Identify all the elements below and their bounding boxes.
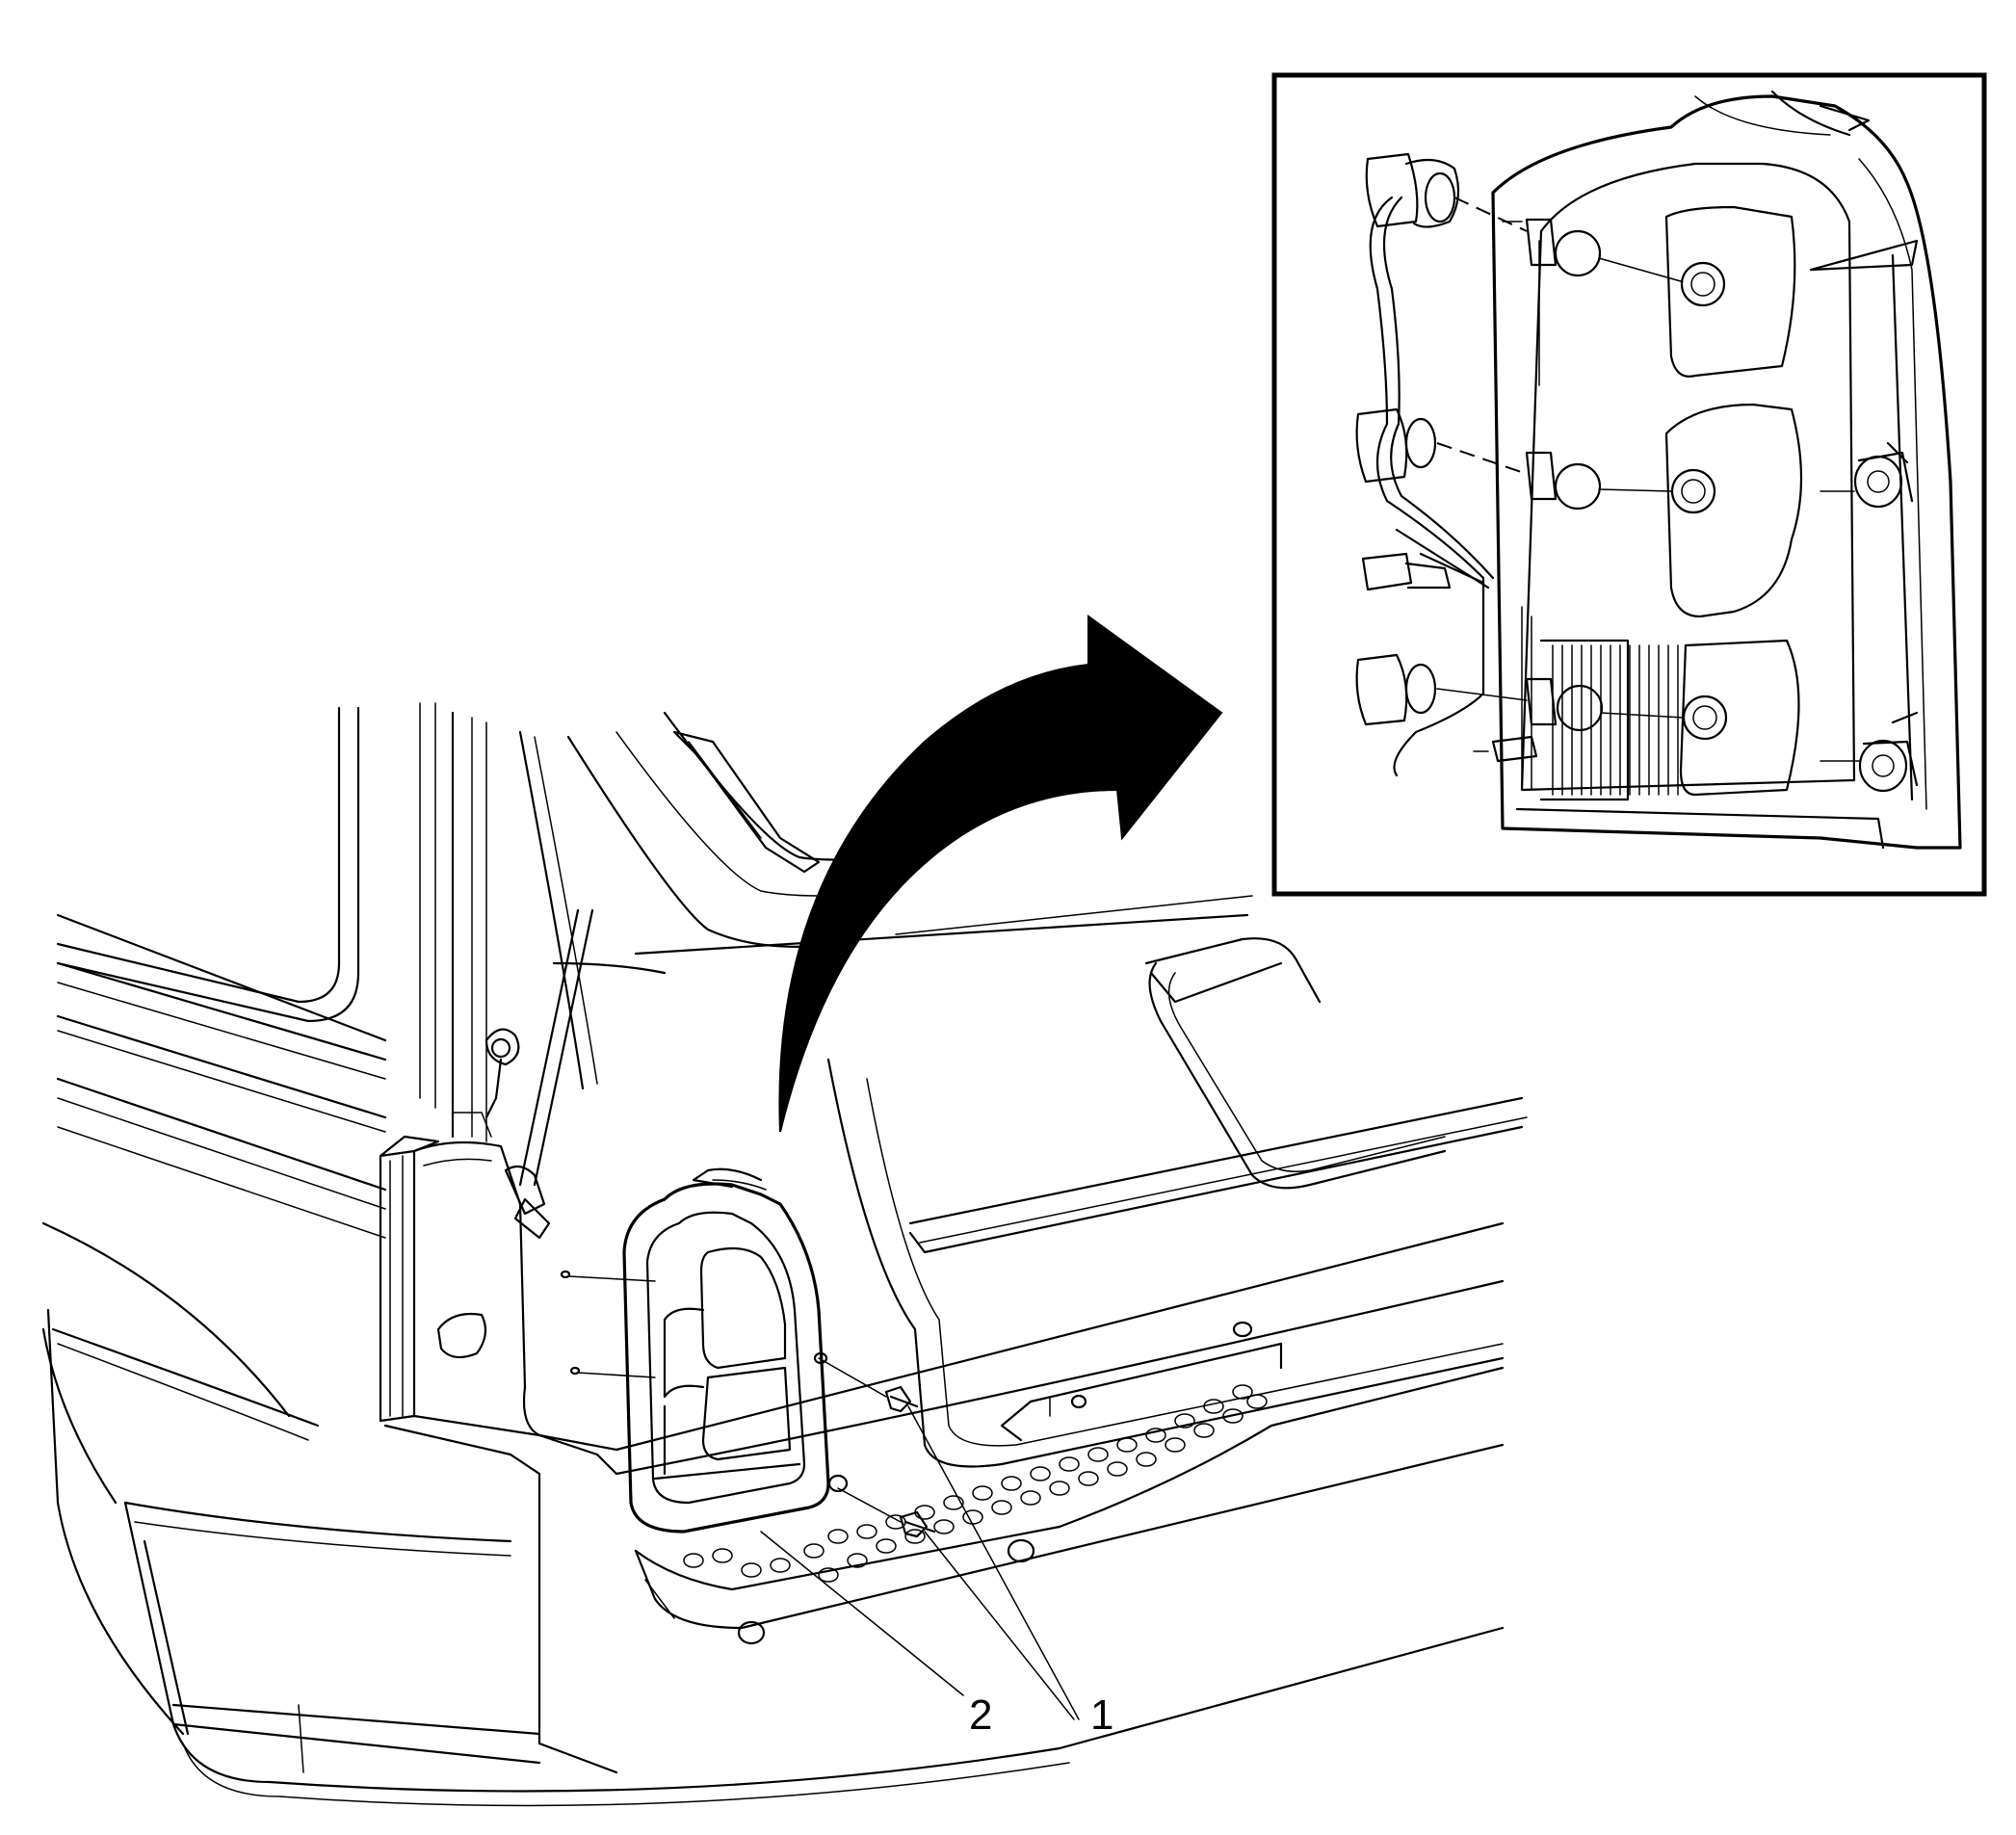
- callout-1-label: 1: [1090, 1691, 1113, 1739]
- view-transition-arrow: [778, 615, 1223, 1133]
- callout-leaders: [760, 1405, 1080, 1720]
- inset-detail-view: [1271, 72, 1987, 897]
- mounting-bolts: [813, 1351, 936, 1538]
- lower-pocket-hatching: [1552, 644, 1679, 796]
- vehicle-rear-corner: [41, 702, 1528, 1807]
- callout-2-label: 2: [969, 1691, 992, 1739]
- step-pad-pattern: [683, 1384, 1268, 1583]
- tail-lamp-assembly: [560, 1167, 830, 1534]
